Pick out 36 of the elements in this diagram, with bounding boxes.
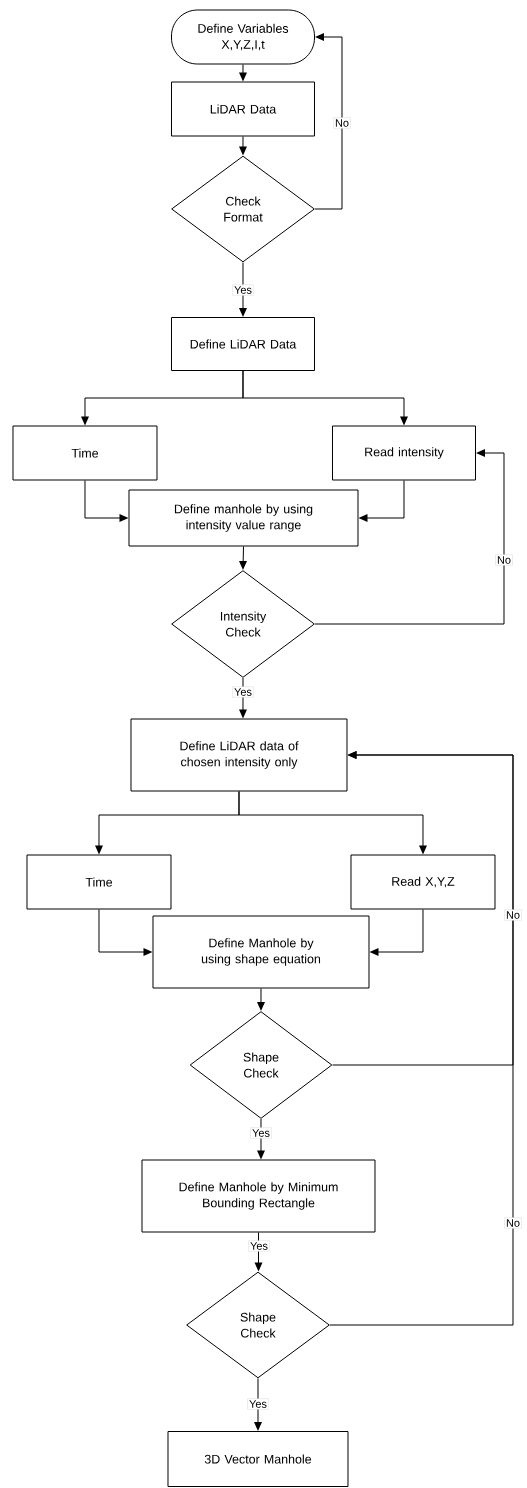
- edge-label: Yes: [232, 686, 254, 698]
- process-box: Read intensity: [332, 425, 476, 481]
- arrow: [257, 988, 265, 1011]
- start-terminal: Define Variables X,Y,Z,I,t: [171, 9, 315, 65]
- process-box: Define Manhole by Minimum Bounding Rectangle: [141, 1159, 376, 1233]
- arrow: [239, 262, 247, 317]
- arrow: [254, 1378, 262, 1431]
- process-box: Time: [26, 854, 172, 910]
- edge-label: Yes: [247, 1398, 269, 1410]
- edge-label: Yes: [248, 1240, 270, 1252]
- edge-label: Yes: [232, 284, 254, 296]
- edge-label: Yes: [250, 1127, 272, 1139]
- arrow: [238, 791, 427, 855]
- process-box: Define manhole by using intensity value range: [128, 489, 359, 547]
- arrow: [98, 909, 153, 956]
- arrow: [242, 370, 408, 426]
- edge-label: No: [333, 117, 351, 129]
- process-box: Define LiDAR data of chosen intensity only: [130, 718, 348, 792]
- process-box: Define LiDAR Data: [171, 317, 315, 371]
- process-box: LiDAR Data: [171, 81, 315, 137]
- process-box: 3D Vector Manhole: [167, 1431, 349, 1487]
- arrow: [239, 136, 247, 156]
- arrow: [329, 751, 514, 1326]
- edge-label: No: [504, 1217, 522, 1229]
- process-box: Define Manhole by using shape equation: [152, 915, 370, 989]
- arrow: [358, 480, 405, 522]
- arrow: [314, 449, 505, 625]
- arrow: [84, 480, 129, 522]
- edge-label: No: [504, 909, 522, 921]
- process-box: Read X,Y,Z: [350, 854, 496, 910]
- arrow: [239, 546, 247, 570]
- arrow: [369, 909, 424, 956]
- process-box: Time: [12, 425, 158, 481]
- arrow: [239, 64, 247, 82]
- edge-label: No: [495, 554, 513, 566]
- arrow: [314, 33, 343, 210]
